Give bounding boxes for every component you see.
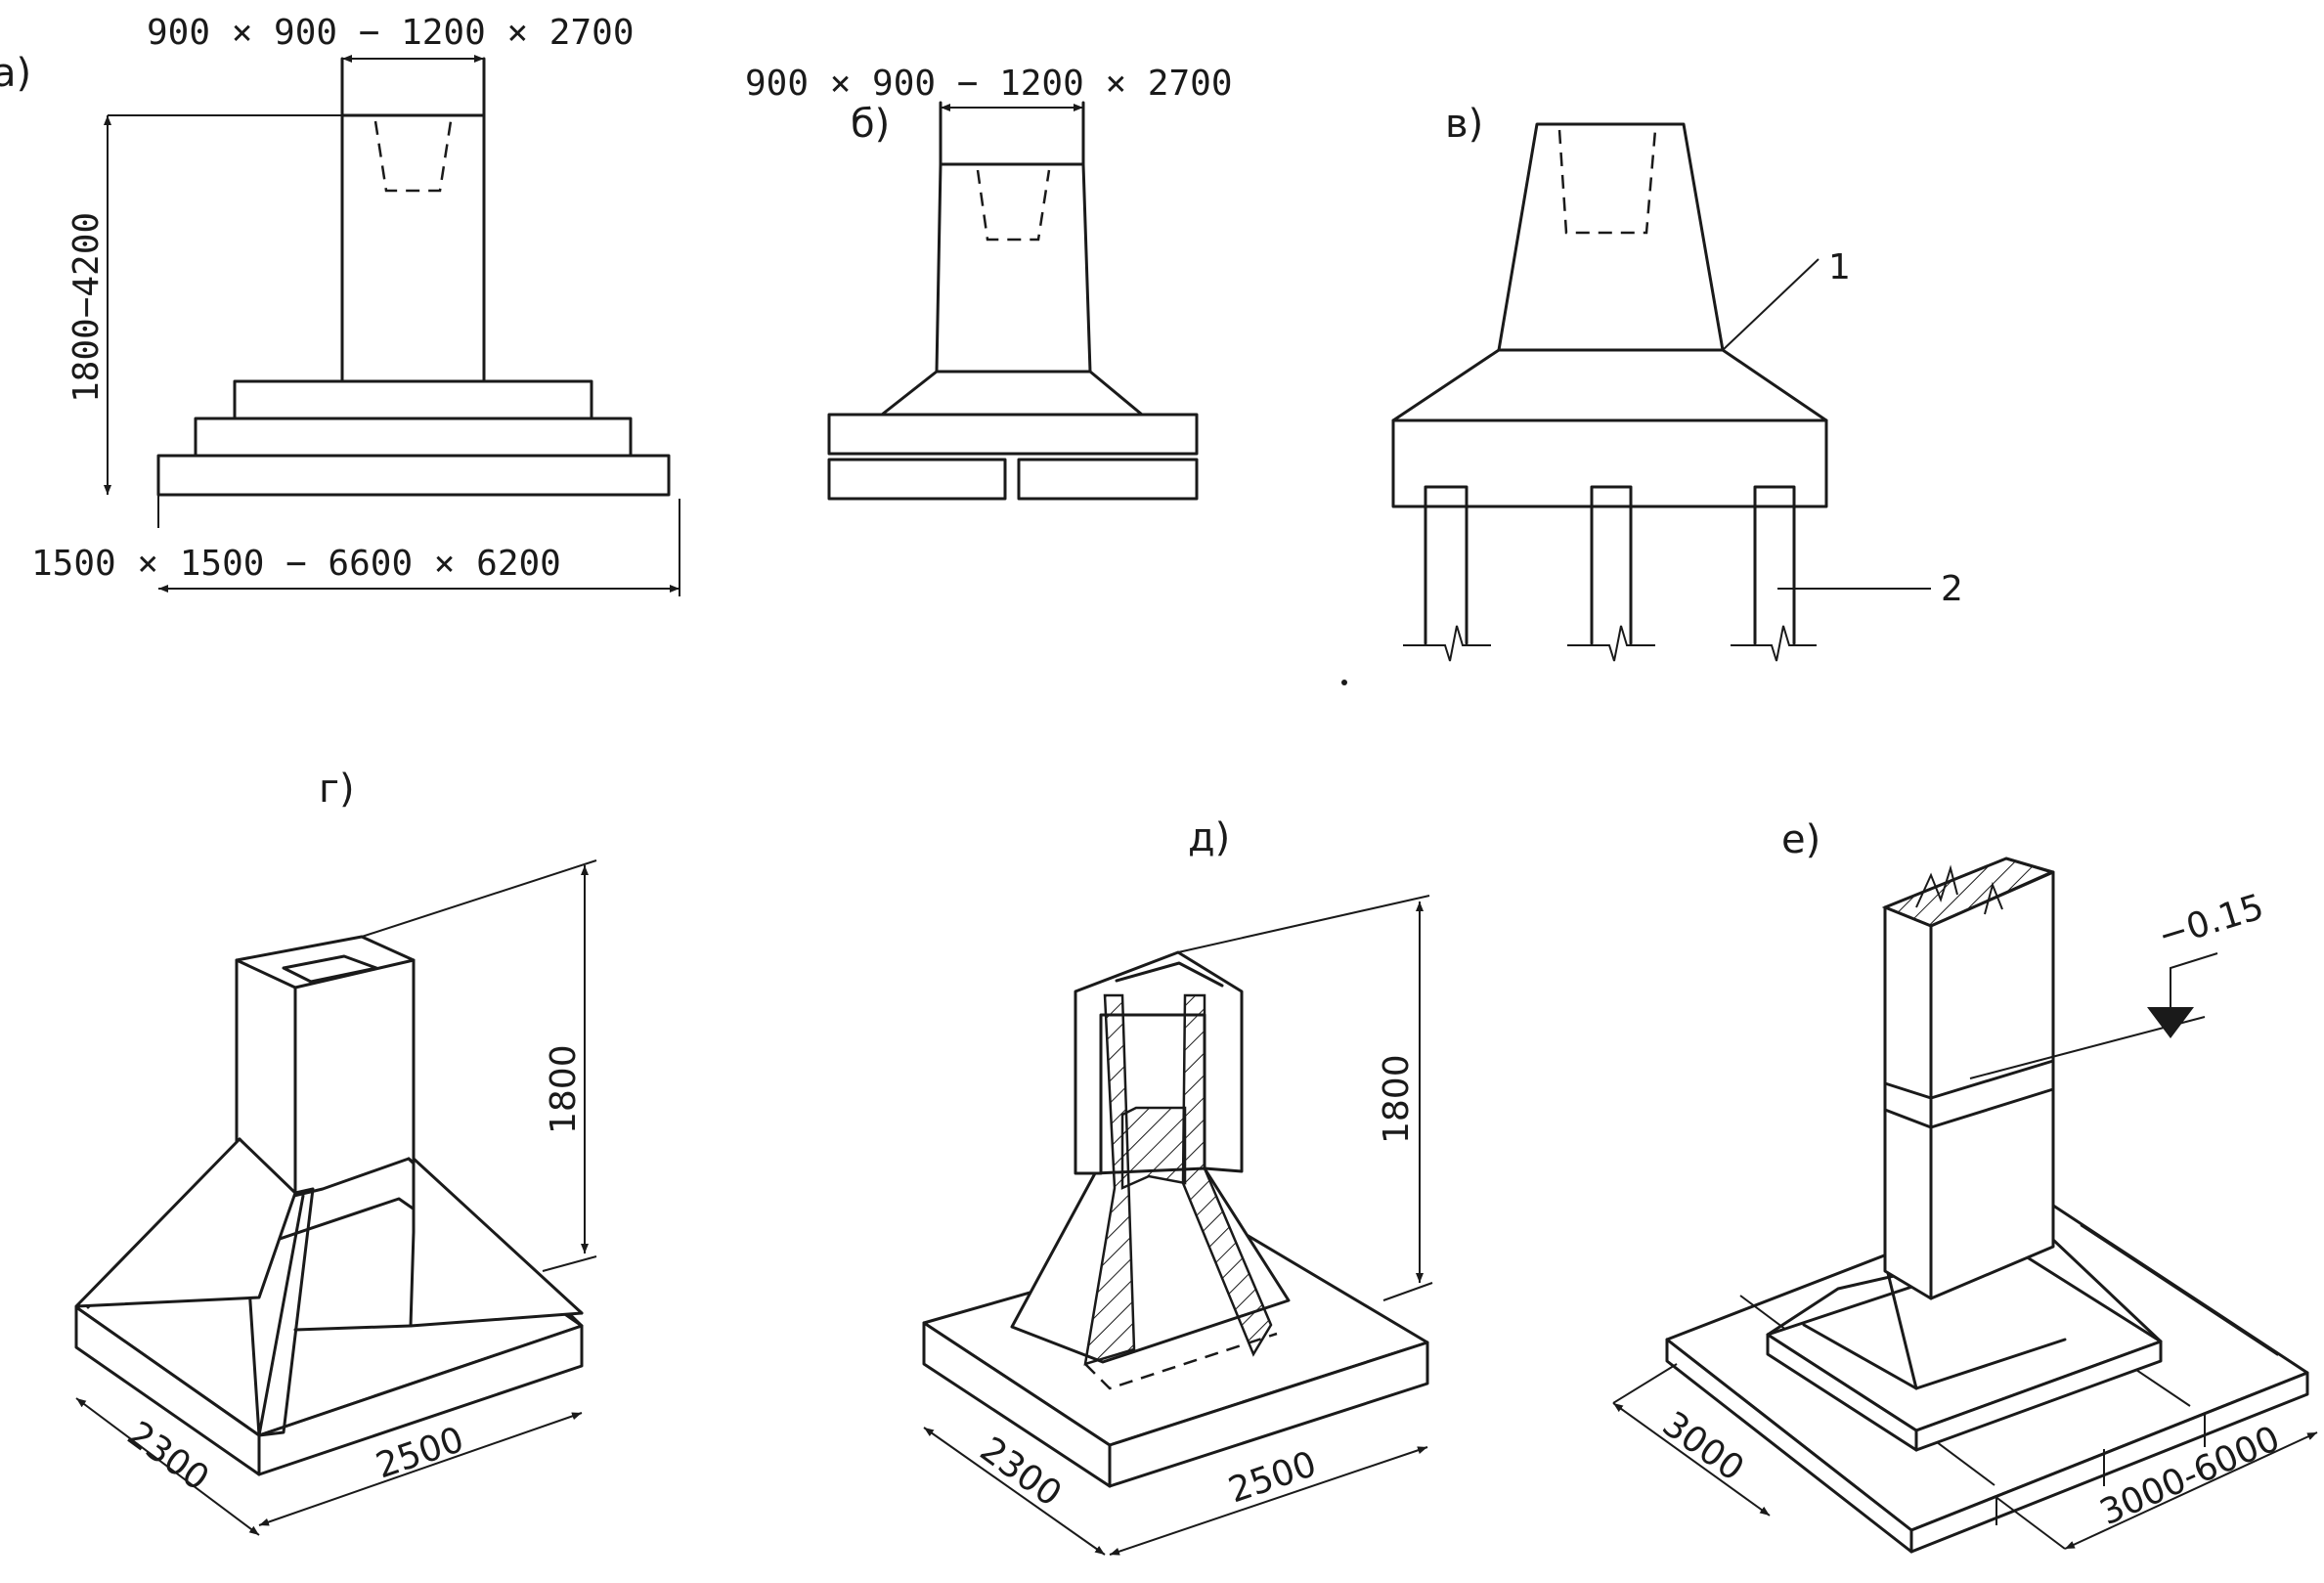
panel-v-pile-foundation: в) 1 2 (1341, 102, 1963, 685)
panel-a-top-dimension: 900 × 900 − 1200 × 2700 (147, 13, 635, 53)
panel-v-callout-1: 1 (1828, 247, 1851, 287)
panel-v-callout-2: 2 (1941, 569, 1963, 609)
panel-g-isometric-foundation: г) 1800 2300 2500 (74, 767, 597, 1536)
panel-d-height-dimension: 1800 (1377, 1054, 1417, 1144)
panel-b-label: б) (851, 102, 890, 147)
panel-a-step-lower (156, 454, 671, 497)
panel-e-prefab-foundation: е) −0.15 3000 3000-6000 (1612, 817, 2318, 1554)
panel-b-haunch (880, 370, 1144, 417)
panel-a-socket (373, 120, 453, 193)
panel-a-stepped-foundation: а) 900 × 900 − 1200 × 2700 1800−4200 150… (0, 13, 680, 596)
panel-a-label: а) (0, 51, 31, 96)
panel-d-label: д) (1188, 815, 1230, 860)
panel-a-column (340, 113, 486, 383)
panel-b-socket (976, 169, 1051, 242)
panel-v-haunch (1391, 348, 1828, 422)
panel-a-step-upper (233, 379, 593, 420)
panel-v-socket (1557, 129, 1657, 235)
panel-d-wall-section-left (1083, 993, 1136, 1366)
panel-g-label: г) (319, 767, 355, 812)
panel-v-piles (1403, 485, 1817, 662)
panel-d-length-dimension: 2500 (1224, 1444, 1322, 1512)
panel-b-block-foundation: 900 × 900 − 1200 × 2700 б) (745, 64, 1233, 501)
panel-g-column-opening (282, 954, 378, 984)
panel-a-base-dimension: 1500 × 1500 − 6600 × 6200 (31, 544, 561, 584)
panel-v-column (1497, 122, 1725, 352)
panel-b-column (935, 162, 1092, 374)
panel-b-block-left (827, 458, 1007, 501)
panel-v-label: в) (1445, 102, 1483, 147)
panel-d-section-foundation: д) 1800 2300 2500 (922, 815, 1433, 1556)
panel-a-step-middle (194, 417, 633, 458)
panel-b-block-right (1017, 458, 1199, 501)
panel-b-slab (827, 413, 1199, 456)
panel-v-grillage (1391, 418, 1828, 508)
panel-e-label: е) (1781, 817, 1820, 862)
panel-g-height-dimension: 1800 (544, 1044, 584, 1134)
panel-b-top-dimension: 900 × 900 − 1200 × 2700 (745, 64, 1233, 104)
panel-e-level-mark: −0.15 (2154, 887, 2268, 956)
panel-a-height-dimension: 1800−4200 (66, 212, 107, 403)
